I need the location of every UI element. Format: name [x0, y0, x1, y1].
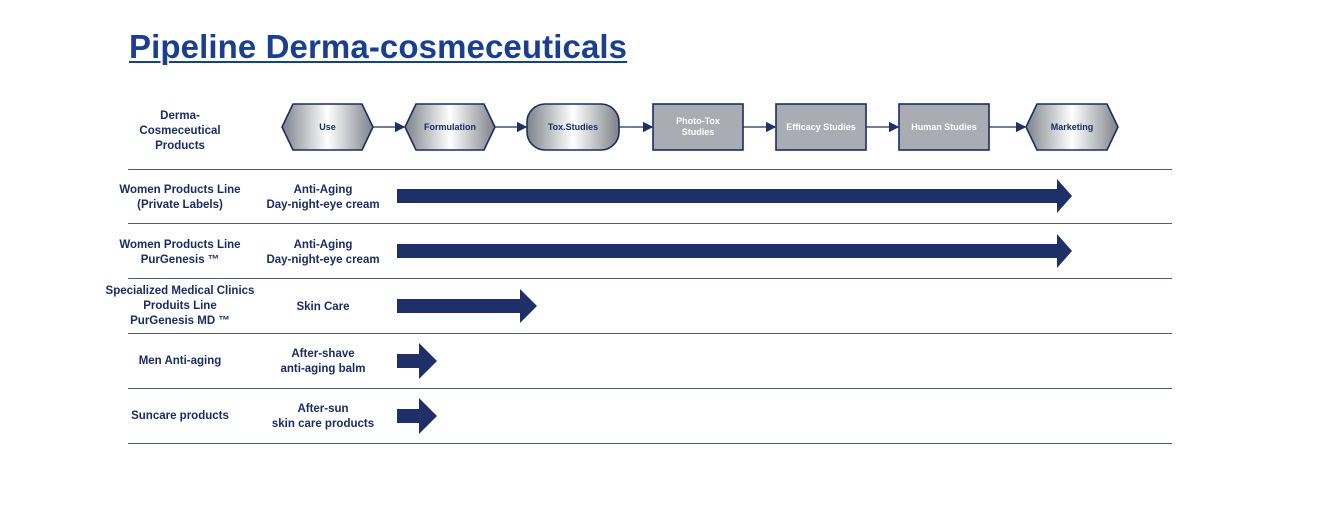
progress-arrow-suncare — [397, 398, 437, 434]
header-label: Derma- Cosmeceutical Products — [139, 110, 221, 152]
row-product-line-label: Women Products Line(Private Labels) — [119, 184, 241, 211]
stage-human-label: Human Studies — [911, 121, 977, 132]
stage-marketing-shape — [1025, 103, 1119, 151]
stage-use-label: Use — [319, 121, 336, 132]
progress-arrow-women-private-labels — [397, 179, 1072, 213]
stage-tox-label: Tox.Studies — [547, 121, 599, 132]
row-separator — [128, 388, 1172, 389]
stage-phototox-shape — [652, 103, 744, 151]
row-product-line-label: Men Anti-aging — [138, 355, 222, 367]
stage-use-shape — [281, 103, 374, 151]
row-separator — [128, 169, 1172, 170]
row-separator — [128, 278, 1172, 279]
stage-human-shape — [898, 103, 990, 151]
row-product-label: Skin Care — [296, 301, 350, 313]
stage-efficacy-label: Efficacy Studies — [786, 121, 856, 132]
stage-tox-shape — [526, 103, 620, 151]
stage-efficacy-shape — [775, 103, 867, 151]
stage-formulation-label: Formulation — [424, 121, 476, 132]
row-separator — [128, 333, 1172, 334]
progress-arrow-medical-clinics — [397, 289, 537, 323]
row-separator — [128, 223, 1172, 224]
page-title: Pipeline Derma-cosmeceuticals — [129, 28, 628, 65]
row-product-line-label: Suncare products — [131, 410, 229, 422]
row-separator — [128, 443, 1172, 444]
stage-marketing-label: Marketing — [1050, 121, 1094, 132]
progress-arrow-men-anti-aging — [397, 343, 437, 379]
stage-formulation-shape — [404, 103, 496, 151]
progress-arrow-women-purgenesis — [397, 234, 1072, 268]
